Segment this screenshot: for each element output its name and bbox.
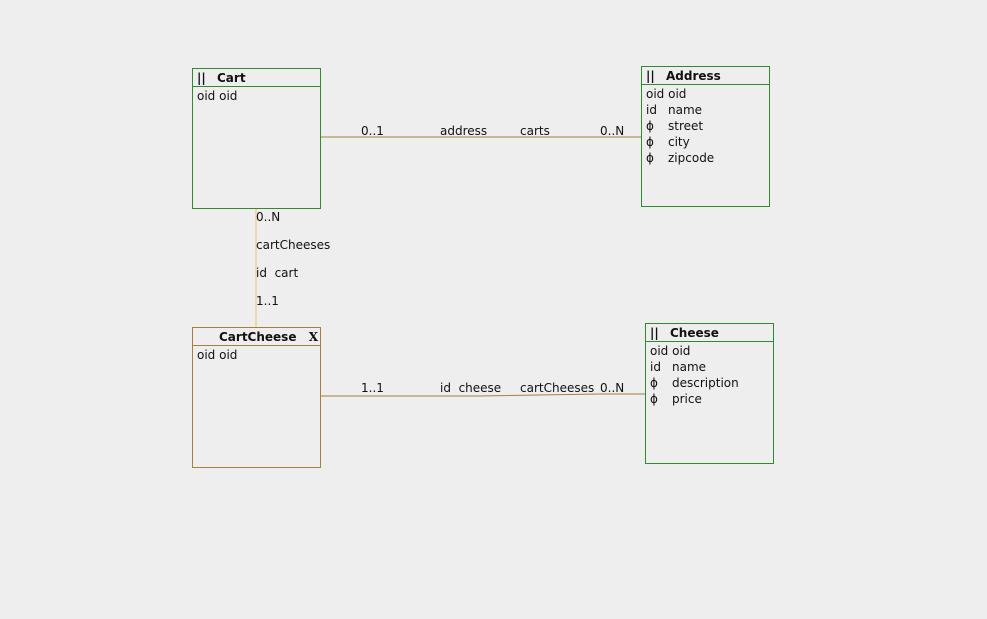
entity-address-title: Address [666, 69, 721, 83]
cart-cartcheese-card-source: 0..N [256, 210, 281, 224]
entity-cheese-title: Cheese [670, 326, 719, 340]
attribute-prefix: oid [646, 87, 665, 101]
cart-address-role-source: address [440, 124, 488, 138]
entity-cart-header: || Cart [193, 69, 320, 87]
attribute-name: name [668, 103, 703, 117]
attribute-name: oid [668, 87, 687, 101]
cart-address-card-target: 0..N [600, 124, 625, 138]
cart-cartcheese-card-target: 1..1 [256, 294, 279, 308]
attribute-prefix: id [650, 360, 661, 374]
entity-address-header: || Address [642, 67, 769, 85]
attribute-name: oid [219, 89, 238, 103]
entity-marker: || [646, 69, 655, 83]
attribute-name: description [672, 376, 739, 390]
entity-cheese-header: || Cheese [646, 324, 773, 342]
cartcheese-cheese-role-source: id cheese [440, 381, 502, 395]
close-icon[interactable]: X [308, 330, 318, 344]
attribute-prefix: ϕ [646, 151, 654, 165]
cartcheese-cheese-role-target: cartCheeses [520, 381, 595, 395]
entity-cartcheese[interactable]: CartCheese X oid oid [192, 327, 321, 468]
attribute-row: ϕ zipcode [646, 150, 769, 166]
attribute-prefix: ϕ [650, 392, 658, 406]
cart-address-card-source: 0..1 [361, 124, 384, 138]
entity-cartcheese-title: CartCheese [219, 330, 297, 344]
entity-marker: || [650, 326, 659, 340]
cartcheese-cheese-link[interactable] [321, 393, 646, 397]
entity-cart-attributes: oid oid [193, 87, 320, 104]
cartcheese-cheese-card-target: 0..N [600, 381, 625, 395]
entity-cartcheese-attributes: oid oid [193, 346, 320, 363]
attribute-row: oid oid [646, 86, 769, 102]
attribute-row: oid oid [197, 88, 320, 104]
cart-cartcheese-role-target: id cart [256, 266, 299, 280]
attribute-prefix: ϕ [646, 135, 654, 149]
attribute-row: ϕ description [650, 375, 773, 391]
attribute-name: zipcode [668, 151, 715, 165]
attribute-prefix: oid [650, 344, 669, 358]
attribute-name: street [668, 119, 704, 133]
attribute-name: price [672, 392, 702, 406]
entity-cart[interactable]: || Cart oid oid [192, 68, 321, 209]
cart-cartcheese-role-source: cartCheeses [256, 238, 331, 252]
entity-cart-title: Cart [217, 71, 246, 85]
attribute-prefix: ϕ [646, 119, 654, 133]
entity-cartcheese-header: CartCheese X [193, 328, 320, 346]
attribute-row: oid oid [197, 347, 320, 363]
attribute-name: oid [672, 344, 691, 358]
attribute-prefix: oid [197, 89, 216, 103]
attribute-prefix: id [646, 103, 657, 117]
attribute-prefix: oid [197, 348, 216, 362]
cart-address-role-target: carts [520, 124, 550, 138]
attribute-prefix: ϕ [650, 376, 658, 390]
attribute-row: oid oid [650, 343, 773, 359]
attribute-name: name [672, 360, 707, 374]
attribute-name: city [668, 135, 690, 149]
attribute-name: oid [219, 348, 238, 362]
cartcheese-cheese-card-source: 1..1 [361, 381, 384, 395]
entity-marker: || [197, 71, 206, 85]
